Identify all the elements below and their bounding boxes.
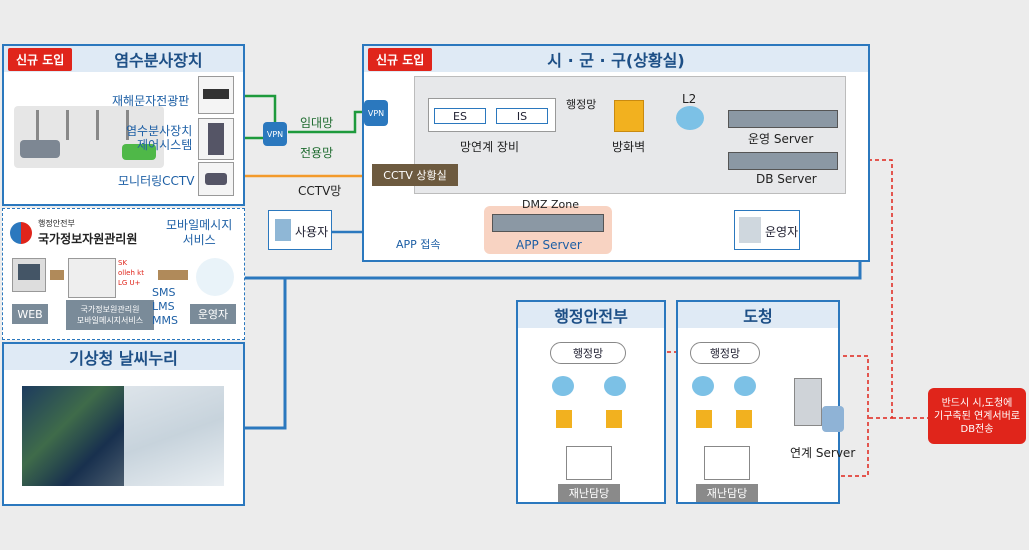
cctv-net-label: CCTV망 <box>298 184 342 198</box>
weather-line <box>245 278 287 430</box>
spray-control-label: 염수분사장치 제어시스템 <box>126 124 193 152</box>
road-illustration <box>14 106 164 168</box>
database-icon <box>822 406 844 432</box>
app-server-icon <box>492 214 604 232</box>
center-service-label: 국가정보원관리원 모바일메시지서비스 <box>66 300 154 330</box>
operator-label: 운영자 <box>765 225 799 239</box>
user-label: 사용자 <box>295 225 329 239</box>
dmz-label: DMZ Zone <box>522 198 579 211</box>
monitor-icon <box>12 258 46 292</box>
vpn-shield-icon-left: VPN <box>263 122 287 146</box>
dedicated-line <box>288 110 364 134</box>
db-server-label: DB Server <box>756 172 817 186</box>
new-badge-left: 신규 도입 <box>8 48 73 71</box>
db-transfer-note: 반드시 시,도청에 기구축된 연계서버로 DB전송 <box>928 388 1026 444</box>
province-network-icon <box>704 446 750 480</box>
firewall-label: 방화벽 <box>612 140 646 154</box>
web-label: WEB <box>12 304 48 324</box>
lease-line-label: 임대망 <box>300 116 334 130</box>
satellite-image <box>22 386 124 486</box>
weather-title: 기상청 날씨누리 <box>4 344 243 370</box>
l2-label: L2 <box>682 92 697 106</box>
dedicated-line-label: 전용망 <box>300 146 334 160</box>
link-server-label: 연계 Server <box>790 446 856 460</box>
sign-board-icon <box>198 76 234 114</box>
mois-router-icon-1 <box>552 376 574 396</box>
sigungu-title: 시 · 군 · 구(상황실) <box>364 46 868 72</box>
agency-label: 국가정보자원관리원 <box>38 232 138 246</box>
arrow-right-icon-2 <box>158 270 188 280</box>
mois-network-icon <box>566 446 612 480</box>
truck-icon <box>122 144 156 160</box>
province-router-icon-1 <box>692 376 714 396</box>
car-icon <box>20 140 60 158</box>
mois-disaster-label: 재난담당 <box>558 484 620 502</box>
internal-zone <box>414 76 846 194</box>
cctv-camera-icon <box>198 162 234 196</box>
weather-map-image <box>124 386 224 486</box>
operator-box: 운영자 <box>734 210 800 250</box>
mobile-service-title: 모바일메시지 서비스 <box>166 218 233 247</box>
cctv-label: 모니터링CCTV <box>118 174 195 188</box>
user-icon <box>275 219 291 241</box>
is-box: IS <box>496 108 548 124</box>
operator-desk-icon <box>739 217 761 243</box>
mois-firewall-icon-2 <box>606 410 622 428</box>
app-access-label: APP 접속 <box>396 238 441 251</box>
cctv-room-box: CCTV 상황실 <box>372 164 458 186</box>
admin-net-label: 행정망 <box>566 98 597 111</box>
link-device-label: 망연계 장비 <box>460 140 520 154</box>
message-types-label: SMS LMS MMS <box>152 286 178 327</box>
province-firewall-icon-2 <box>736 410 752 428</box>
app-server-label: APP Server <box>516 238 582 252</box>
ops-server-icon <box>728 110 838 128</box>
mois-router-icon-2 <box>604 376 626 396</box>
firewall-icon <box>614 100 644 132</box>
link-server-icon <box>794 378 822 426</box>
arrow-right-icon <box>50 270 64 280</box>
lease-line <box>236 94 277 140</box>
operator-avatar-icon <box>196 258 234 296</box>
user-box: 사용자 <box>268 210 332 250</box>
province-firewall-icon-1 <box>696 410 712 428</box>
mois-admin-net-cloud: 행정망 <box>550 342 626 364</box>
province-disaster-label: 재난담당 <box>696 484 758 502</box>
mobile-operator-label: 운영자 <box>190 304 236 324</box>
es-box: ES <box>434 108 486 124</box>
ops-server-label: 운영 Server <box>748 132 814 146</box>
l2-switch-icon <box>676 106 704 130</box>
building-icon <box>68 258 116 298</box>
mois-firewall-icon-1 <box>556 410 572 428</box>
mois-title: 행정안전부 <box>518 302 664 328</box>
vpn-shield-icon-right: VPN <box>364 100 388 126</box>
db-server-icon <box>728 152 838 170</box>
province-title: 도청 <box>678 302 838 328</box>
control-cabinet-icon <box>198 118 234 160</box>
province-router-icon-2 <box>734 376 756 396</box>
government-emblem-icon <box>10 222 32 244</box>
sign-label: 재해문자전광판 <box>112 94 190 108</box>
agency-small-label: 행정안전부 <box>38 219 75 228</box>
province-admin-net-cloud: 행정망 <box>690 342 760 364</box>
new-badge-sigungu: 신규 도입 <box>368 48 433 71</box>
